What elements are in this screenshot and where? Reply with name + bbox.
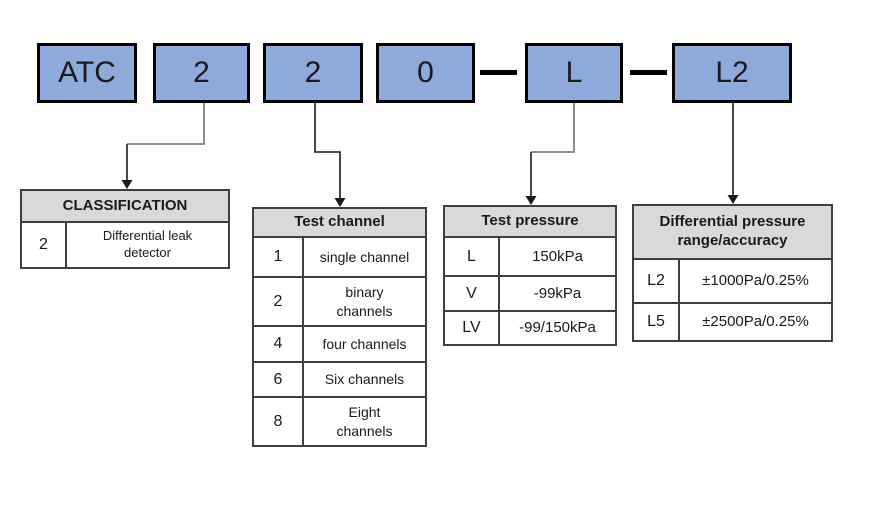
code-box-classification: 2 — [153, 43, 250, 103]
value-cell: ±1000Pa/0.25% — [702, 272, 809, 290]
value-cell: single channel — [319, 248, 410, 265]
table-title: Test pressure — [445, 207, 615, 238]
key-cell: 8 — [254, 398, 304, 445]
key-cell: 6 — [254, 363, 304, 396]
table-row: LV -99/150kPa — [445, 310, 615, 344]
code-box-test-channel: 2 — [263, 43, 363, 103]
connector-test-pressure — [525, 103, 575, 205]
code-box-label: 2 — [193, 56, 210, 89]
table-row: 2 Differential leak detector — [22, 223, 228, 267]
key-cell: 2 — [22, 223, 67, 267]
table-row: L 150kPa — [445, 238, 615, 275]
key-cell: 4 — [254, 327, 304, 361]
key-cell: L5 — [634, 304, 680, 340]
table-test-pressure: Test pressure L 150kPa V -99kPa LV -99/1… — [443, 205, 617, 346]
arrow-down-icon — [121, 180, 133, 189]
table-test-channel: Test channel 1 single channel 2 binary c… — [252, 207, 427, 447]
table-row: L5 ±2500Pa/0.25% — [634, 302, 831, 340]
table-row: 1 single channel — [254, 238, 425, 276]
table-classification: CLASSIFICATION 2 Differential leak detec… — [20, 189, 230, 269]
arrow-down-icon — [727, 195, 739, 204]
key-cell: LV — [445, 312, 500, 344]
table-title: CLASSIFICATION — [22, 191, 228, 223]
key-cell: 1 — [254, 238, 304, 276]
code-box-test-pressure: L — [525, 43, 623, 103]
table-title: Differential pressure range/accuracy — [634, 206, 831, 260]
dash-separator — [480, 70, 517, 75]
value-cell: -99/150kPa — [519, 319, 596, 337]
code-box-label: ATC — [58, 56, 116, 89]
code-box-label: L2 — [715, 56, 749, 89]
value-cell: Six channels — [324, 371, 405, 388]
code-box-label: 2 — [304, 56, 322, 89]
value-cell: four channels — [322, 335, 407, 352]
code-box-zero: 0 — [376, 43, 475, 103]
table-row: 4 four channels — [254, 325, 425, 361]
arrow-down-icon — [525, 196, 537, 205]
key-cell: L2 — [634, 260, 680, 302]
value-cell: binary channels — [336, 284, 393, 319]
key-cell: V — [445, 277, 500, 310]
value-cell: Differential leak detector — [102, 228, 193, 260]
dash-separator — [630, 70, 667, 75]
table-row: 8 Eight channels — [254, 396, 425, 445]
value-cell: 150kPa — [532, 247, 583, 265]
code-box-label: L — [565, 56, 583, 89]
connector-diff-pressure — [727, 103, 739, 204]
value-cell: ±2500Pa/0.25% — [702, 313, 809, 331]
table-row: 6 Six channels — [254, 361, 425, 396]
code-box-atc: ATC — [37, 43, 137, 103]
key-cell: L — [445, 238, 500, 275]
table-row: 2 binary channels — [254, 276, 425, 325]
table-row: V -99kPa — [445, 275, 615, 310]
table-row: L2 ±1000Pa/0.25% — [634, 260, 831, 302]
connector-test-channel — [314, 103, 346, 207]
value-cell: -99kPa — [533, 284, 582, 302]
table-title: Test channel — [254, 209, 425, 238]
table-diff-pressure: Differential pressure range/accuracy L2 … — [632, 204, 833, 342]
key-cell: 2 — [254, 278, 304, 325]
value-cell: Eight channels — [336, 404, 393, 439]
code-box-label: 0 — [417, 56, 434, 89]
arrow-down-icon — [334, 198, 346, 207]
connector-classification — [121, 103, 205, 189]
code-box-diff-pressure: L2 — [672, 43, 792, 103]
